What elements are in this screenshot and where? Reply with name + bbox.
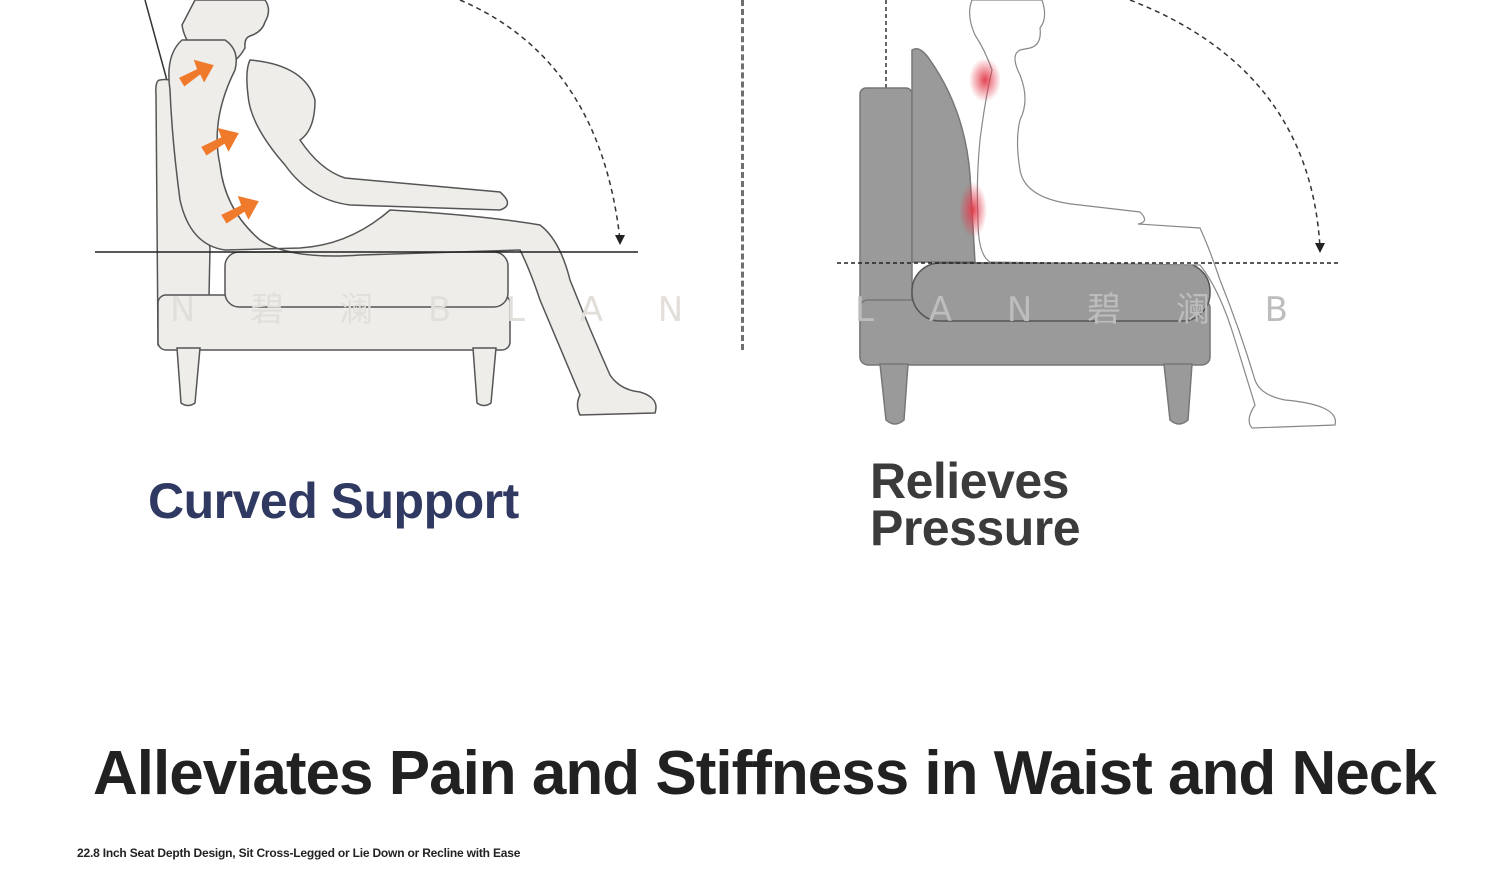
neck-pressure-point — [969, 58, 1001, 102]
seat-cushion — [911, 262, 1211, 322]
support-arrows — [179, 59, 259, 224]
sofa-leg-front — [176, 347, 201, 407]
recline-arc-line — [1129, 0, 1321, 249]
waist-pressure-point — [959, 182, 987, 238]
pressure-relief-illustration — [730, 0, 1380, 440]
panel-divider — [741, 0, 744, 350]
person-body — [168, 39, 657, 416]
sofa-leg-front — [879, 363, 909, 425]
standard-sofa-diagram — [837, 0, 1340, 429]
seat-cushion — [224, 251, 509, 308]
feature-subline: 22.8 Inch Seat Depth Design, Sit Cross-L… — [77, 846, 521, 860]
support-arrow-icon — [221, 196, 259, 224]
recline-arc-line — [459, 0, 621, 241]
relieves-pressure-line1: Relieves — [870, 453, 1069, 509]
person-arm — [246, 59, 509, 211]
support-arrow-icon — [201, 128, 239, 156]
person-outline — [969, 0, 1336, 429]
support-arrow-icon — [179, 59, 214, 87]
ergonomic-sofa-diagram — [95, 0, 657, 416]
curved-support-caption: Curved Support — [148, 473, 519, 529]
relieves-pressure-line2: Pressure — [870, 500, 1081, 556]
main-headline: Alleviates Pain and Stiffness in Waist a… — [93, 739, 1437, 808]
sofa-leg-back — [1163, 363, 1193, 425]
relieves-pressure-caption: Relieves Pressure — [870, 453, 1290, 556]
sofa-leg-back — [472, 347, 497, 407]
recline-arrowhead-icon — [615, 235, 625, 245]
curved-support-illustration — [60, 0, 700, 440]
recline-arrowhead-icon — [1315, 243, 1325, 253]
